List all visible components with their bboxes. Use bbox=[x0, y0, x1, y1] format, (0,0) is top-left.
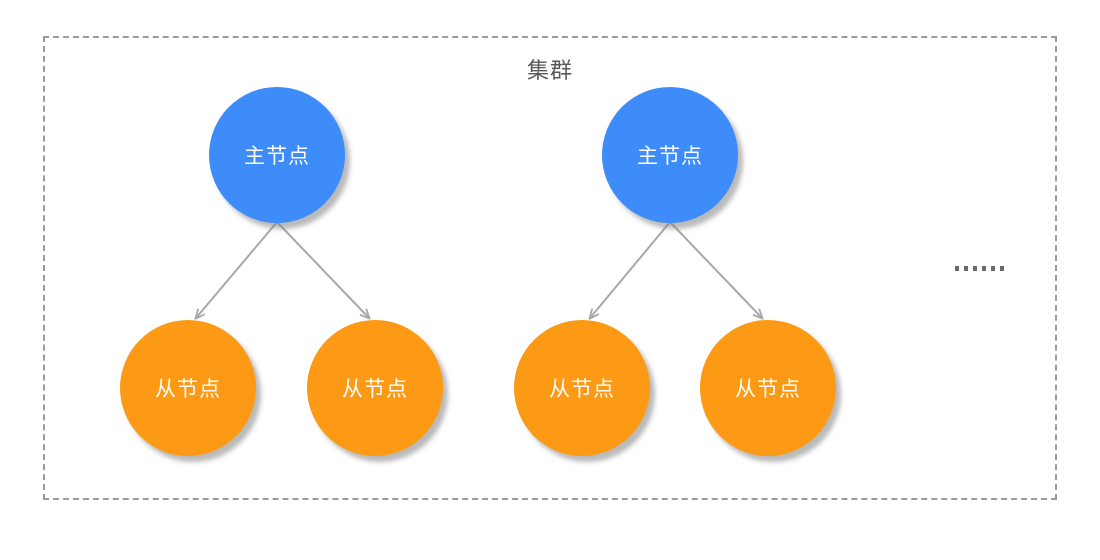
cluster-boundary bbox=[43, 36, 1057, 500]
more-clusters-ellipsis bbox=[955, 266, 1004, 271]
node-label: 从节点 bbox=[549, 378, 615, 401]
node-slave-1[interactable]: 从节点 bbox=[120, 320, 256, 456]
ellipsis-dot bbox=[1000, 266, 1004, 271]
node-label: 从节点 bbox=[735, 378, 801, 401]
edge-master2-slave3 bbox=[588, 221, 671, 320]
ellipsis-dot bbox=[982, 266, 986, 271]
node-master-1[interactable]: 主节点 bbox=[209, 87, 345, 223]
node-slave-3[interactable]: 从节点 bbox=[514, 320, 650, 456]
node-label: 从节点 bbox=[342, 378, 408, 401]
edge-master1-slave2 bbox=[276, 221, 371, 320]
edge-master1-slave1 bbox=[194, 221, 278, 320]
node-master-2[interactable]: 主节点 bbox=[602, 87, 738, 223]
ellipsis-dot bbox=[955, 266, 959, 271]
node-slave-4[interactable]: 从节点 bbox=[700, 320, 836, 456]
node-label: 主节点 bbox=[244, 145, 310, 168]
ellipsis-dot bbox=[991, 266, 995, 271]
node-label: 从节点 bbox=[155, 378, 221, 401]
node-slave-2[interactable]: 从节点 bbox=[307, 320, 443, 456]
ellipsis-dot bbox=[964, 266, 968, 271]
ellipsis-dot bbox=[973, 266, 977, 271]
cluster-title: 集群 bbox=[526, 58, 573, 83]
node-label: 主节点 bbox=[637, 145, 703, 168]
edge-master2-slave4 bbox=[669, 221, 764, 320]
